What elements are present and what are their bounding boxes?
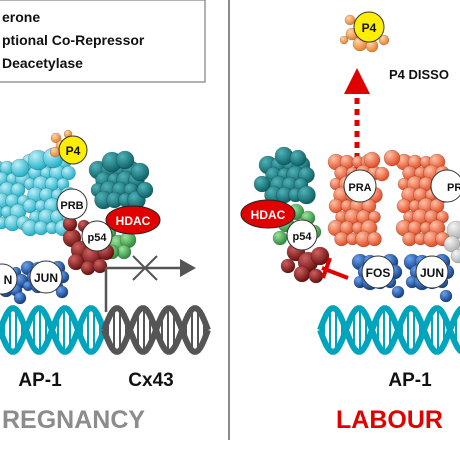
protein-bead	[11, 159, 29, 177]
right-p54-label: p54	[293, 231, 313, 243]
cx43-label: Cx43	[128, 370, 173, 391]
left-p54-label: p54	[88, 232, 108, 244]
right-pra-label-b: PRA	[447, 182, 460, 194]
right-p4-label: P4	[362, 21, 377, 35]
legend-line-1: erone	[2, 9, 40, 25]
legend-line-2: ptional Co-Repressor	[2, 32, 145, 48]
protein-bead	[298, 186, 316, 204]
cx43-gene-arrow	[106, 256, 196, 312]
protein-bead	[281, 259, 295, 273]
labour-caption: LABOUR	[336, 406, 443, 434]
left-jun-label-a: N	[4, 273, 13, 287]
protein-bead	[294, 266, 310, 282]
protein-bead	[340, 36, 348, 44]
left-dna-helix	[0, 308, 208, 352]
protein-bead	[311, 247, 329, 265]
protein-bead	[131, 163, 149, 181]
protein-bead	[440, 290, 452, 302]
left-prb-label: PRB	[60, 200, 83, 212]
protein-bead	[290, 150, 306, 166]
left-ap1-label: AP-1	[18, 370, 62, 391]
left-panel: P4 PRB HDAC p54 N JUN AP-1 Cx43 REGNANCY	[0, 130, 208, 434]
p4-dissociates-note: P4 DISSO	[389, 67, 449, 82]
protein-bead	[273, 231, 287, 245]
right-fos-label: FOS	[366, 266, 391, 280]
protein-bead	[368, 232, 382, 246]
right-panel: P4 P4 DISSO HDAC p54 PRA PRA FOS JUN	[241, 12, 460, 434]
protein-bead	[50, 147, 60, 157]
left-corepressor-cluster	[89, 151, 153, 209]
right-receptor-cluster	[328, 150, 451, 247]
protein-bead	[254, 176, 270, 192]
left-p4-label: P4	[66, 144, 81, 158]
left-jun-label-b: JUN	[34, 271, 58, 285]
left-hdac-label: HDAC	[116, 214, 151, 228]
protein-bead	[364, 152, 380, 168]
right-hdac-label: HDAC	[251, 208, 286, 222]
right-ap1-label: AP-1	[388, 370, 432, 391]
right-corepressor-cluster	[254, 147, 316, 204]
right-pra-label-a: PRA	[348, 182, 371, 194]
protein-bead	[137, 182, 153, 198]
protein-bead	[375, 167, 389, 181]
right-dna-helix	[320, 308, 460, 352]
protein-bead	[345, 15, 355, 25]
protein-bead	[81, 261, 95, 275]
right-jun-label: JUN	[420, 266, 444, 280]
protein-bead	[116, 151, 134, 169]
legend-line-3: Deacetylase	[2, 55, 83, 71]
pregnancy-caption: REGNANCY	[2, 406, 145, 434]
protein-bead	[384, 150, 400, 166]
protein-bead	[392, 286, 404, 298]
legend: erone ptional Co-Repressor Deacetylase	[0, 0, 205, 82]
protein-bead	[309, 269, 323, 283]
protein-bead	[14, 292, 26, 304]
